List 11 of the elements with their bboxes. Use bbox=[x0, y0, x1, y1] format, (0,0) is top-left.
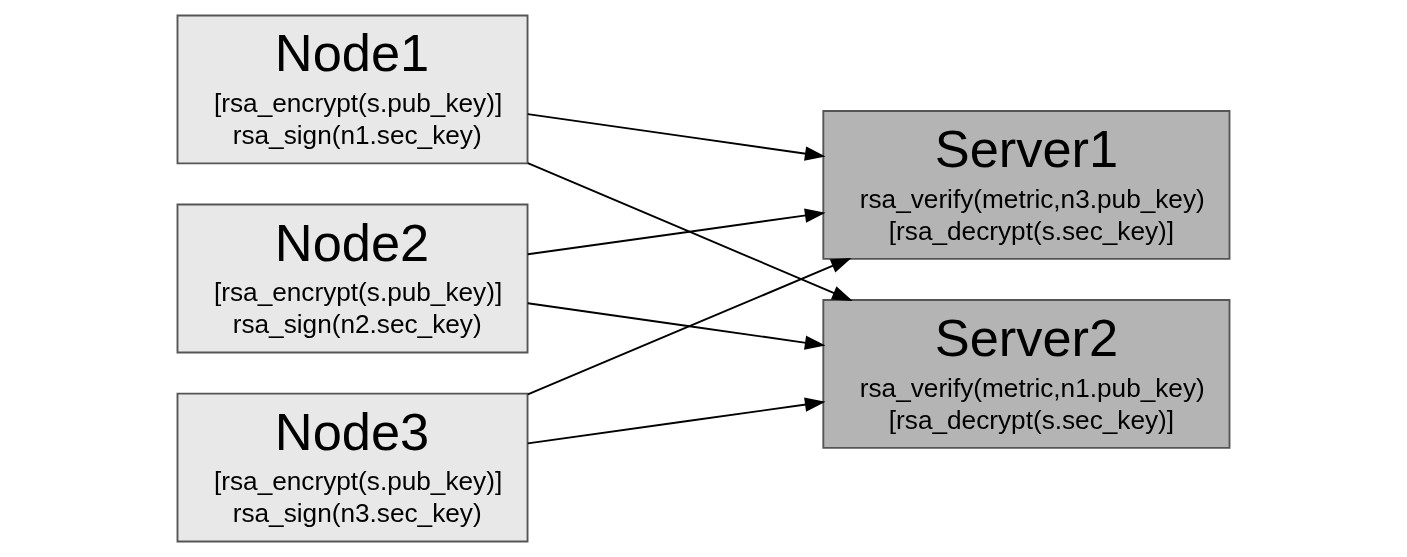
node-box: Node2 [rsa_encrypt(s.pub_key)] rsa_sign(n2.sec_key) bbox=[176, 203, 529, 354]
arrow bbox=[526, 162, 853, 301]
arrow bbox=[526, 257, 852, 396]
node-box: Server1 rsa_verify(metric,n3.pub_key) [rsa_decrypt(s.sec_key)] bbox=[822, 110, 1231, 260]
arrow bbox=[526, 113, 826, 161]
node-box: Server2 rsa_verify(metric,n1.pub_key) [rsa_decrypt(s.sec_key)] bbox=[822, 299, 1231, 449]
arrow bbox=[526, 302, 826, 350]
arrow bbox=[526, 397, 826, 445]
node-box: Node3 [rsa_encrypt(s.pub_key)] rsa_sign(n3.sec_key) bbox=[176, 392, 529, 543]
node-box: Node1 [rsa_encrypt(s.pub_key)] rsa_sign(n1.sec_key) bbox=[176, 14, 529, 165]
arrow bbox=[526, 208, 826, 256]
